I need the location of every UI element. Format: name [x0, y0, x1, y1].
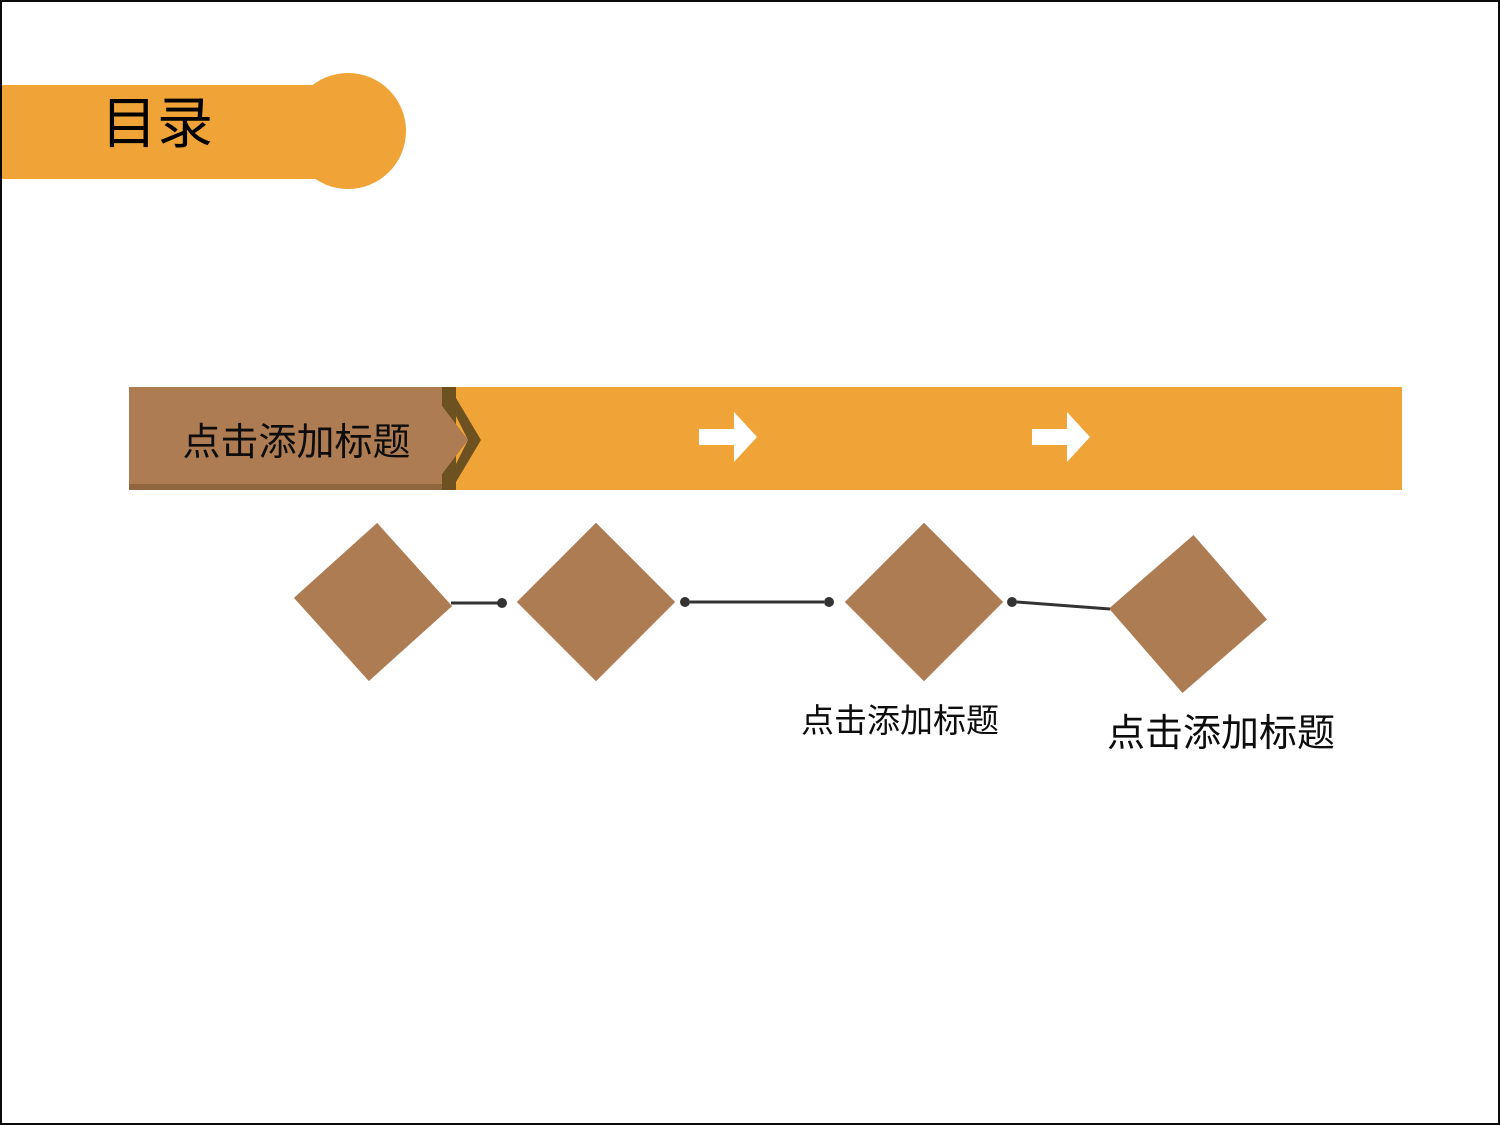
item-title-placeholder-4[interactable]: 点击添加标题	[1106, 713, 1335, 755]
diamond-shape-2	[516, 522, 676, 682]
page-title: 目录	[101, 92, 213, 155]
chevron-right-icon	[442, 387, 481, 490]
diamond-shape-3	[844, 522, 1004, 682]
arrow-right-icon	[1032, 412, 1090, 462]
arrow-right-icon	[699, 412, 757, 462]
header-band	[2, 85, 347, 179]
bar-title-placeholder-text[interactable]: 点击添加标题	[182, 422, 411, 464]
diamond-shape-4	[1108, 534, 1268, 694]
header-circle-decoration	[290, 73, 406, 189]
diamond-shape-1	[293, 522, 453, 682]
bar-title-placeholder[interactable]: 点击添加标题	[129, 387, 442, 490]
item-title-placeholder-3[interactable]: 点击添加标题	[801, 702, 999, 739]
